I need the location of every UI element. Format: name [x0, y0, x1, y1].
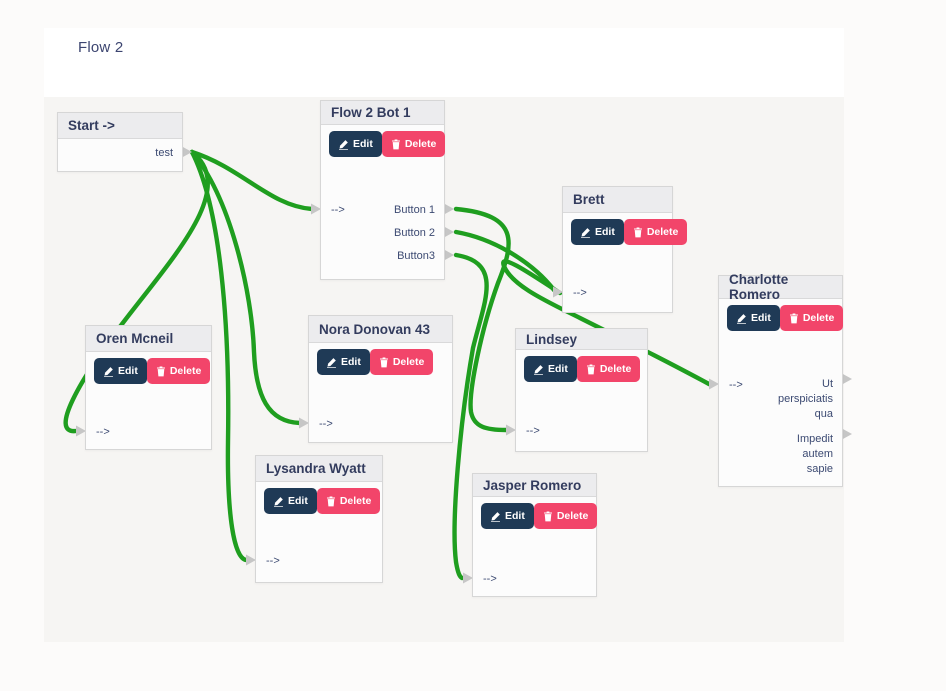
node-title-nora[interactable]: Nora Donovan 43	[309, 316, 452, 343]
delete-button-label: Delete	[599, 363, 632, 375]
flow-header-bar: Flow 2	[44, 28, 844, 97]
text-output-charlotte-1: Impedit autem sapie	[797, 432, 833, 477]
node-actions: Edit Delete	[524, 356, 641, 382]
text-output-line: qua	[814, 408, 833, 420]
trash-icon	[789, 313, 798, 323]
page-title: Flow 2	[78, 39, 124, 56]
node-title-start[interactable]: Start ->	[58, 113, 182, 139]
node-title-charlotte[interactable]: Charlotte Romero	[719, 272, 842, 302]
delete-button-label: Delete	[392, 356, 425, 368]
text-output-charlotte-0: Ut perspiciatis qua	[778, 377, 833, 422]
text-output-line: Impedit	[796, 433, 833, 445]
delete-button-nora[interactable]: Delete	[369, 349, 434, 375]
input-port-label-brett: -->	[573, 287, 587, 299]
input-port-label-oren: -->	[96, 426, 110, 438]
text-output-line: sapie	[806, 463, 833, 475]
node-title-jasper[interactable]: Jasper Romero	[473, 474, 596, 497]
edit-pencil-icon	[491, 511, 500, 522]
text-output-line: Ut	[822, 378, 833, 390]
edit-button-charlotte[interactable]: Edit	[727, 305, 780, 331]
delete-button-oren[interactable]: Delete	[146, 358, 211, 384]
node-actions: Edit Delete	[329, 131, 446, 157]
delete-button-brett[interactable]: Delete	[623, 219, 688, 245]
edit-button-label: Edit	[341, 356, 361, 368]
delete-button-label: Delete	[404, 138, 437, 150]
edit-button-label: Edit	[548, 363, 568, 375]
node-actions: Edit Delete	[94, 358, 211, 384]
output-label-start-0: test	[155, 147, 173, 159]
edit-button-label: Edit	[118, 365, 138, 377]
delete-button-lindsey[interactable]: Delete	[576, 356, 641, 382]
trash-icon	[633, 227, 642, 237]
input-port-label-flow2bot1: -->	[331, 204, 345, 216]
edit-button-label: Edit	[288, 495, 308, 507]
flow-node-nora[interactable]: Nora Donovan 43 Edit Delete -->	[308, 315, 453, 443]
output-label-flow2bot1-1: Button 2	[394, 227, 435, 239]
flow-node-flow2bot1[interactable]: Flow 2 Bot 1 Edit Delete --> Button 1 Button …	[320, 100, 446, 280]
node-title-flow2bot1[interactable]: Flow 2 Bot 1	[321, 101, 444, 125]
node-actions: Edit Delete	[481, 503, 598, 529]
delete-button-label: Delete	[339, 495, 372, 507]
delete-button-label: Delete	[169, 365, 202, 377]
output-label-flow2bot1-2: Button3	[397, 250, 435, 262]
trash-icon	[156, 366, 165, 376]
delete-button-jasper[interactable]: Delete	[533, 503, 598, 529]
node-title-lindsey[interactable]: Lindsey	[516, 329, 647, 350]
edit-button-brett[interactable]: Edit	[571, 219, 624, 245]
input-port-label-jasper: -->	[483, 573, 497, 585]
delete-button-lysandra[interactable]: Delete	[316, 488, 381, 514]
flow-node-start[interactable]: Start -> test	[57, 112, 183, 172]
edit-button-jasper[interactable]: Edit	[481, 503, 534, 529]
edit-pencil-icon	[274, 496, 283, 507]
output-label-flow2bot1-0: Button 1	[394, 204, 435, 216]
text-output-line: autem	[802, 448, 833, 460]
node-title-oren[interactable]: Oren Mcneil	[86, 326, 211, 352]
delete-button-flow2bot1[interactable]: Delete	[381, 131, 446, 157]
trash-icon	[586, 364, 595, 374]
edit-button-oren[interactable]: Edit	[94, 358, 147, 384]
edit-button-nora[interactable]: Edit	[317, 349, 370, 375]
delete-button-label: Delete	[802, 312, 835, 324]
edit-pencil-icon	[737, 313, 746, 324]
edit-button-lysandra[interactable]: Edit	[264, 488, 317, 514]
node-title-lysandra[interactable]: Lysandra Wyatt	[256, 456, 382, 482]
input-port-label-nora: -->	[319, 418, 333, 430]
node-actions: Edit Delete	[264, 488, 381, 514]
edit-button-lindsey[interactable]: Edit	[524, 356, 577, 382]
edit-button-label: Edit	[353, 138, 373, 150]
delete-button-label: Delete	[556, 510, 589, 522]
edit-button-label: Edit	[751, 312, 771, 324]
text-output-line: perspiciatis	[777, 393, 833, 405]
node-title-brett[interactable]: Brett	[563, 187, 672, 213]
trash-icon	[379, 357, 388, 367]
node-actions: Edit Delete	[317, 349, 434, 375]
trash-icon	[391, 139, 400, 149]
edit-pencil-icon	[339, 139, 348, 150]
trash-icon	[326, 496, 335, 506]
input-port-label-lindsey: -->	[526, 425, 540, 437]
edit-button-label: Edit	[595, 226, 615, 238]
edit-button-label: Edit	[505, 510, 525, 522]
edit-pencil-icon	[581, 227, 590, 238]
delete-button-charlotte[interactable]: Delete	[779, 305, 844, 331]
edit-pencil-icon	[327, 357, 336, 368]
edit-pencil-icon	[104, 366, 113, 377]
node-actions: Edit Delete	[571, 219, 688, 245]
input-port-label-charlotte: -->	[729, 379, 743, 391]
node-actions: Edit Delete	[727, 305, 844, 331]
edit-pencil-icon	[534, 364, 543, 375]
trash-icon	[543, 511, 552, 521]
delete-button-label: Delete	[646, 226, 679, 238]
edit-button-flow2bot1[interactable]: Edit	[329, 131, 382, 157]
input-port-label-lysandra: -->	[266, 555, 280, 567]
